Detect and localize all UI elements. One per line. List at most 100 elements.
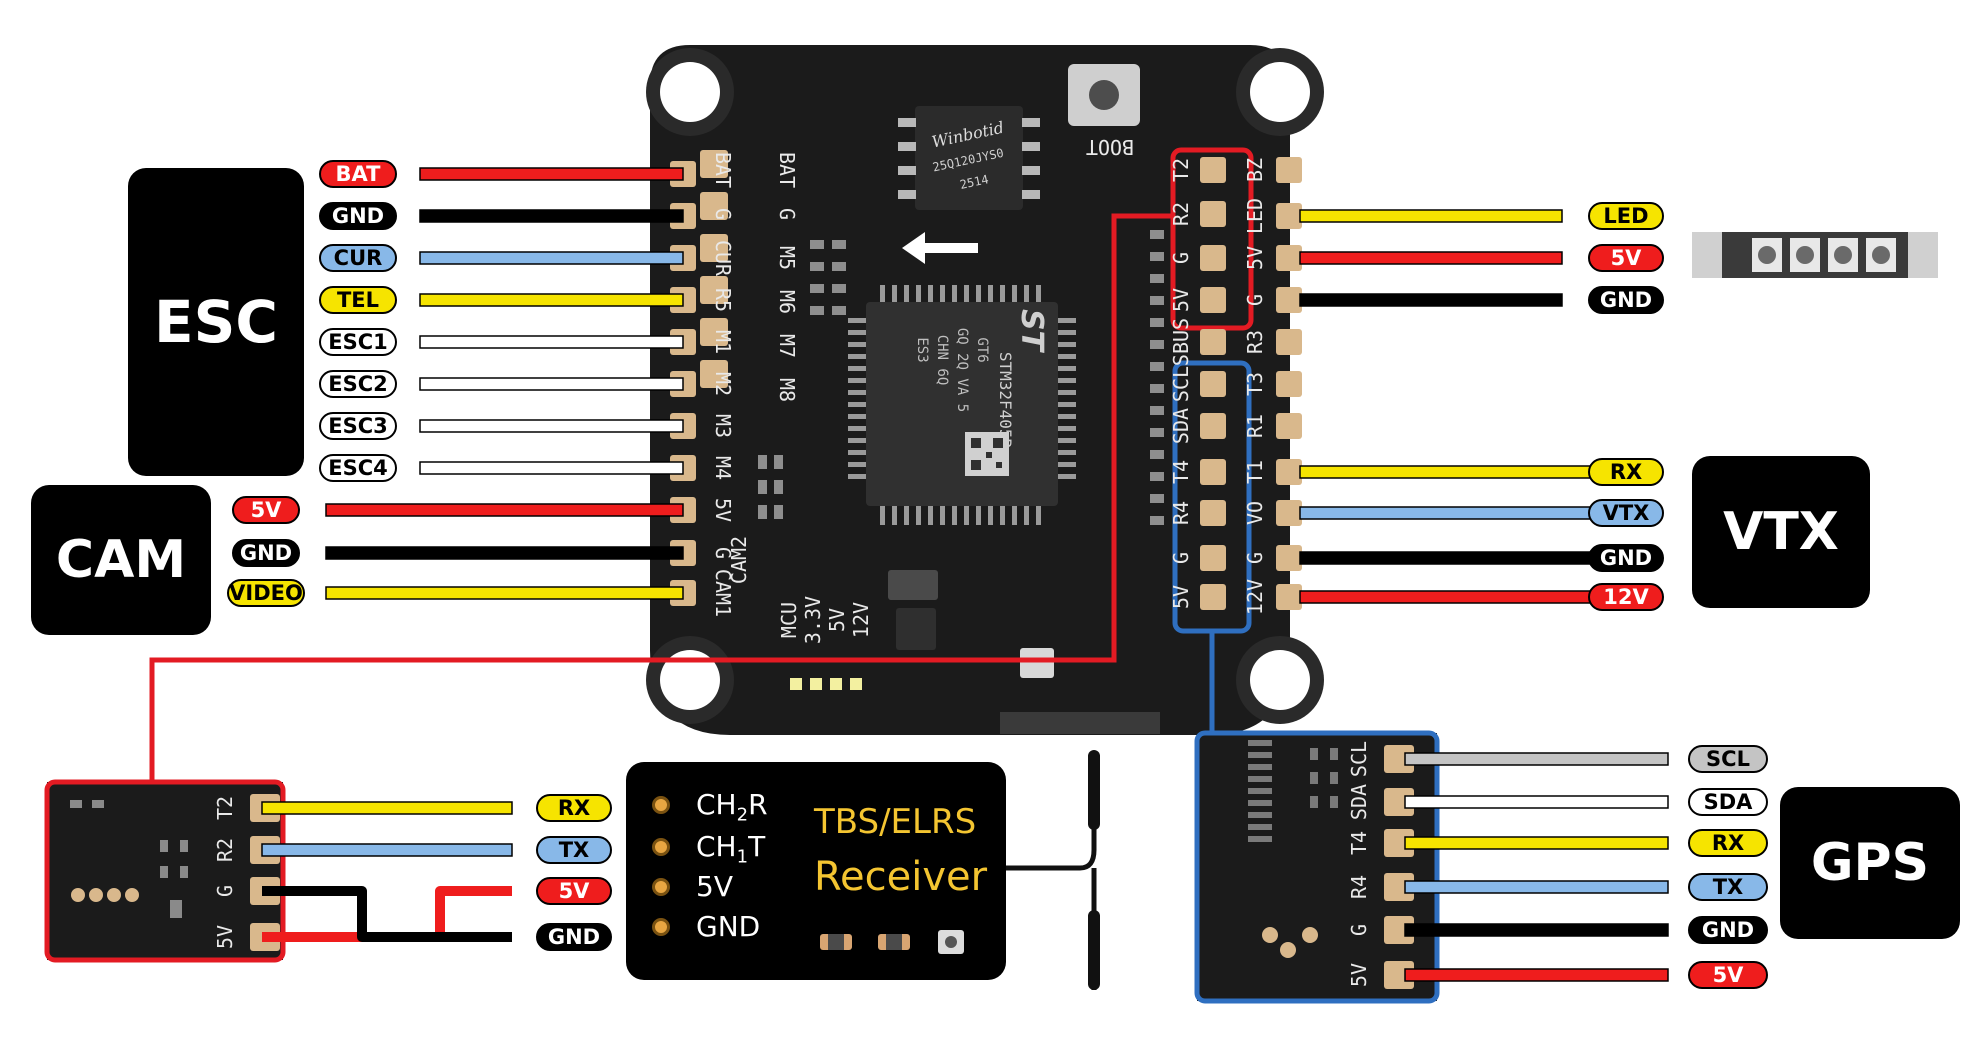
right-inner-pad-4: [1200, 329, 1226, 355]
right-inner-pad-5: [1200, 371, 1226, 397]
gps-wire-rx: [1404, 836, 1669, 850]
left-inner-silk-2: M5: [775, 246, 799, 270]
wires-layer: [261, 167, 1669, 982]
receiver-pin-1: [652, 796, 670, 814]
rx-wire-5v: [262, 886, 512, 942]
vtx-wire-gnd: [1299, 551, 1597, 565]
gps-pill-tx: TX: [1688, 873, 1768, 901]
cam-wire-5v: [325, 503, 684, 517]
direction-arrow-icon: [902, 232, 978, 264]
receiver-subtitle: Receiver: [814, 854, 988, 900]
right-inner-pad-2: [1200, 245, 1226, 271]
left-silk-9: G: [711, 547, 735, 559]
esc-pill-esc4: ESC4: [319, 454, 397, 482]
esc-pill-esc1: ESC1: [319, 328, 397, 356]
rx-pill-tx: TX: [536, 836, 612, 864]
rx-pill-rx: RX: [536, 794, 612, 822]
left-silk-6: M3: [711, 414, 735, 438]
right-inner-silk-6: SDA: [1169, 408, 1193, 444]
gps-pad-5: [1384, 961, 1414, 989]
right-silk-5: T3: [1243, 372, 1267, 396]
gps-pad-3: [1384, 873, 1414, 901]
receiver-bind-button: [938, 930, 964, 954]
mcu-chip: ST STM32F405R GT6 GQ 2Q VA 5 CHN 6Q ES3: [848, 285, 1076, 525]
right-inner-silk-7: T4: [1169, 460, 1193, 484]
cam-pill-video: VIDEO: [227, 579, 305, 607]
rx-wire-rx: [261, 801, 513, 815]
receiver-component-2: [878, 934, 910, 950]
esc-pill-bat: BAT: [319, 160, 397, 188]
right-inner-pad-10: [1200, 584, 1226, 610]
bottom-silk-4: 12V: [849, 602, 873, 638]
cam-group-label: CAM: [55, 530, 187, 590]
gps-pad-0: [1384, 745, 1414, 773]
gps-wire-tx: [1404, 880, 1669, 894]
gps-group-label: GPS: [1810, 833, 1930, 893]
esc-wire-esc3: [419, 419, 684, 433]
mcu-line5: ES3: [914, 337, 930, 362]
led-pill-5v: 5V: [1588, 244, 1664, 272]
esc-wire-cur: [419, 251, 684, 265]
left-inner-pad-5: [700, 360, 728, 388]
left-inner-pad-1: [700, 192, 728, 220]
vtx-pill-vtx: VTX: [1588, 499, 1664, 527]
barometer: [1020, 648, 1054, 678]
gps-wire-5v: [1404, 968, 1669, 982]
left-inner-pad-0: [700, 150, 728, 178]
gps-pad-1: [1384, 788, 1414, 816]
gps-highlight: [1194, 730, 1440, 1004]
gps-pill-rx: RX: [1688, 829, 1768, 857]
left-inner-pad-4: [700, 318, 728, 346]
left-inner-silk-4: M7: [775, 334, 799, 358]
rx-pill-5v: 5V: [536, 877, 612, 905]
vtx-pill-12v: 12V: [1588, 583, 1664, 611]
right-inner-silk-4: SBUS: [1169, 318, 1193, 366]
right-pad-2: [1276, 245, 1302, 271]
gps-silk-0: SCL: [1347, 741, 1371, 777]
gps-pill-sda: SDA: [1688, 788, 1768, 816]
vtx-group-box: VTX: [1692, 456, 1870, 608]
gps-silk-3: R4: [1347, 875, 1371, 899]
cam-pill-gnd: GND: [232, 539, 300, 567]
mcu-brand: ST: [1014, 309, 1049, 354]
gps-pill-gnd: GND: [1688, 916, 1768, 944]
receiver-pin-label-2: CH1T: [696, 830, 766, 868]
left-inner-silk-5: M8: [775, 378, 799, 402]
receiver-pin-label-1: CH2R: [696, 788, 768, 826]
right-pad-4: [1276, 329, 1302, 355]
cam-pill-5v: 5V: [232, 496, 300, 524]
right-pad-10: [1276, 584, 1302, 610]
rx-pill-gnd: GND: [536, 923, 612, 951]
cam-group-box: CAM: [31, 485, 211, 635]
left-inner-pad-2: [700, 234, 728, 262]
esc-pill-gnd: GND: [319, 202, 397, 230]
receiver-box: CH2R CH1T 5V GND TBS/ELRS Receiver: [626, 762, 1006, 980]
esc-pill-esc3: ESC3: [319, 412, 397, 440]
esc-wire-bat: [419, 167, 684, 181]
gps-silk-4: G: [1347, 924, 1371, 936]
bottom-silk-1: MCU: [777, 602, 801, 638]
boot-label: BOOT: [1086, 135, 1134, 159]
esc-group-box: ESC: [128, 168, 304, 476]
left-silk-4: M1: [711, 330, 735, 354]
esc-wire-esc4: [419, 461, 684, 475]
left-silk-3: R5: [711, 288, 735, 312]
right-silk-3: G: [1243, 294, 1267, 306]
led-wire-5v: [1299, 251, 1563, 265]
gps-pad-4: [1384, 916, 1414, 944]
receiver-pin-3: [652, 878, 670, 896]
right-inner-silk-8: R4: [1169, 501, 1193, 525]
right-inner-pad-8: [1200, 500, 1226, 526]
rx-module-highlight: [44, 779, 286, 963]
right-inner-silk-0: T2: [1169, 158, 1193, 182]
right-silk-4: R3: [1243, 330, 1267, 354]
vtx-group-label: VTX: [1723, 502, 1839, 562]
vtx-pill-gnd: GND: [1588, 544, 1664, 572]
mcu-line2: GT6: [974, 337, 990, 362]
uart4-highlight: [1172, 360, 1252, 634]
led-wire-gnd: [1299, 293, 1563, 307]
receiver-pin-2: [652, 838, 670, 856]
right-inner-silk-2: G: [1169, 252, 1193, 264]
right-silk-9: G: [1243, 552, 1267, 564]
